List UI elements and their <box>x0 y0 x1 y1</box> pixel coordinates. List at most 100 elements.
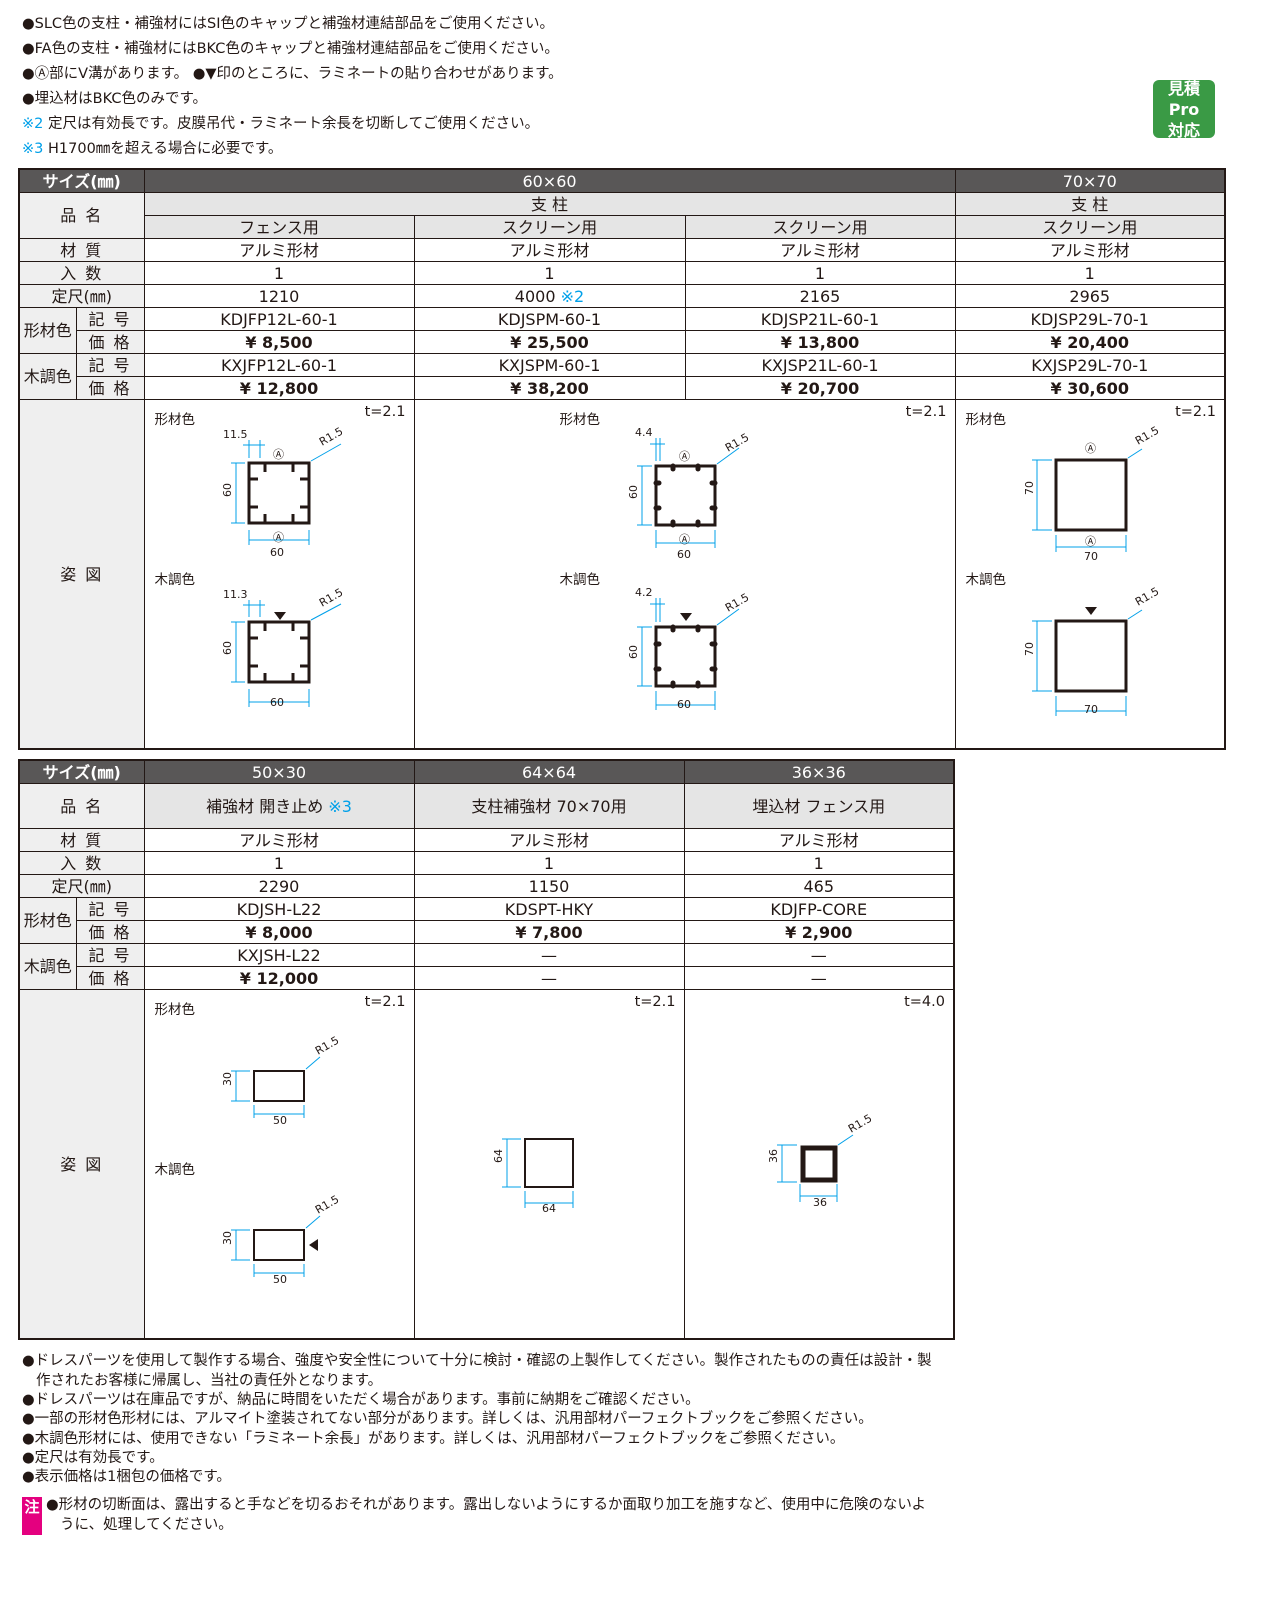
fig1-wood-radius: R1.5 <box>317 586 345 610</box>
fig1-wood-label: 木調色 <box>154 572 196 588</box>
name-col-2: 支柱補強材 70×70用 <box>413 783 685 829</box>
product-name-label: 品 名 <box>18 192 145 239</box>
figure-label-2: 姿 図 <box>18 989 145 1340</box>
fig2-wood-section <box>654 625 716 688</box>
fig5-wood-label: 木調色 <box>154 1162 196 1178</box>
price2-s-col-2: ¥ 7,800 <box>413 920 685 944</box>
wood-color-label: 木調色 <box>18 353 77 400</box>
price-label: 価 格 <box>75 330 145 354</box>
price-s-col-4: ¥ 20,400 <box>954 330 1226 354</box>
fig6-dim-64-w: 64 <box>542 1202 556 1215</box>
size-36x36: 36×36 <box>683 759 955 784</box>
code-s-col-3: KDJSP21L-60-1 <box>684 307 956 331</box>
fig2-dim-44: 4.4 <box>635 426 653 439</box>
fig2-wood-radius: R1.5 <box>723 591 751 615</box>
fig2-drawing: 60 60 60 60 4.4 4.2 Ⓐ Ⓐ R1.5 R1.5 <box>627 426 751 711</box>
size-64x64: 64×64 <box>413 759 685 784</box>
name-col-1: 補強材 開き止め ※3 <box>143 783 415 829</box>
figure-cell-4: t=2.1 形材色 木調色 <box>954 399 1226 750</box>
size-header-2: サイズ(㎜) <box>18 759 145 784</box>
note-5-text: 定尺は有効長です。皮膜吊代・ラミネート余長を切断してご使用ください。 <box>43 116 540 132</box>
fig7-section <box>800 1145 837 1183</box>
figure-cell-1: t=2.1 形材色 木調色 <box>143 399 415 750</box>
figure-label: 姿 図 <box>18 399 145 750</box>
use-col-2: スクリーン用 <box>413 215 686 239</box>
fig5-wood-dim-30: 30 <box>221 1231 234 1245</box>
fig1-shape-label: 形材色 <box>154 412 196 428</box>
size-60x60: 60×60 <box>143 168 956 193</box>
material2-col-2: アルミ形材 <box>413 828 685 852</box>
note-5: ※2 定尺は有効長です。皮膜吊代・ラミネート余長を切断してご使用ください。 <box>22 114 539 134</box>
badge-line-2: 対応 <box>1167 120 1200 140</box>
badge-line-1: 見積Pro <box>1167 78 1200 119</box>
fig1-shape-slots <box>248 463 309 523</box>
price-s-col-1: ¥ 8,500 <box>143 330 415 354</box>
fig1-wood-slots <box>248 622 309 682</box>
footer-note-4: ●木調色形材には、使用できない「ラミネート余長」があります。詳しくは、汎用部材パ… <box>22 1431 845 1447</box>
fig2-dim-60-h: 60 <box>627 485 640 499</box>
fig5-wood-dim-50: 50 <box>273 1273 287 1286</box>
code-label-wood: 記 号 <box>75 353 145 377</box>
caution-note-b: うに、処理してください。 <box>60 1517 233 1533</box>
material2-col-1: アルミ形材 <box>143 828 415 852</box>
code-w-col-4: KXJSP29L-70-1 <box>954 353 1226 377</box>
name-col-1-text: 補強材 開き止め <box>206 796 329 816</box>
use-col-1: フェンス用 <box>143 215 415 239</box>
size-70x70: 70×70 <box>954 168 1226 193</box>
fig2-vgroove-bottom: Ⓐ <box>679 533 690 546</box>
fig1-dim-60-w: 60 <box>270 546 284 559</box>
thickness-col-1: t=2.1 <box>364 404 406 420</box>
note-6-text: H1700㎜を超える場合に必要です。 <box>43 141 283 157</box>
note-6: ※3 H1700㎜を超える場合に必要です。 <box>22 139 282 159</box>
group-post-70: 支 柱 <box>954 192 1226 216</box>
fig6-dim-64-h: 64 <box>492 1149 505 1163</box>
code2-w-col-1: KXJSH-L22 <box>143 943 415 967</box>
footer-note-2: ●ドレスパーツは在庫品ですが、納品に時間をいただく場合があります。事前に納期をご… <box>22 1392 700 1408</box>
qty-col-2: 1 <box>413 261 686 285</box>
price-w-col-3: ¥ 20,700 <box>684 376 956 400</box>
thickness2-col-3: t=4.0 <box>904 994 945 1010</box>
price2-w-col-1: ¥ 12,000 <box>143 966 415 990</box>
fig5-drawing: 50 50 30 30 R1.5 R1.5 <box>221 1034 341 1286</box>
wood-color-label-2: 木調色 <box>18 943 77 990</box>
fig7-dim-36-w: 36 <box>813 1196 827 1209</box>
fig1-radius: R1.5 <box>317 425 345 449</box>
qty-col-1: 1 <box>143 261 415 285</box>
caution-badge: 注 <box>22 1497 42 1535</box>
material-col-2: アルミ形材 <box>413 238 686 262</box>
material-col-4: アルミ形材 <box>954 238 1226 262</box>
fig1-dim-115: 11.5 <box>223 428 248 441</box>
price-w-col-1: ¥ 12,800 <box>143 376 415 400</box>
fig4-dim-70-h: 70 <box>1023 481 1036 495</box>
qty-label-2: 入 数 <box>18 851 145 875</box>
fig2-shape-section <box>654 464 716 527</box>
note-5-mark: ※2 <box>22 116 44 132</box>
thickness-col-2: t=2.1 <box>905 404 947 420</box>
code-w-col-2: KXJSPM-60-1 <box>413 353 686 377</box>
fig6-drawing: 64 64 <box>492 1138 574 1215</box>
fig5-wood-radius: R1.5 <box>313 1193 341 1217</box>
fig1-wood-dim-60-w: 60 <box>270 696 284 709</box>
product-name-label-2: 品 名 <box>18 783 145 829</box>
price2-w-col-2: — <box>413 966 685 990</box>
qty2-col-1: 1 <box>143 851 415 875</box>
thickness-col-4: t=2.1 <box>1175 404 1216 420</box>
fig2-wood-beads <box>653 624 717 689</box>
length-col-4: 2965 <box>954 284 1226 308</box>
fig4-vgroove-bottom: Ⓐ <box>1085 535 1096 548</box>
fig2-vgroove-top: Ⓐ <box>679 450 690 463</box>
price2-s-col-3: ¥ 2,900 <box>683 920 955 944</box>
fig2-shape-label: 形材色 <box>559 412 601 428</box>
code-s-col-2: KDJSPM-60-1 <box>413 307 686 331</box>
fig7-drawing: 36 36 R1.5 <box>767 1112 874 1209</box>
qty2-col-3: 1 <box>683 851 955 875</box>
code2-s-col-1: KDJSH-L22 <box>143 897 415 921</box>
length2-col-3: 465 <box>683 874 955 898</box>
use-col-4: スクリーン用 <box>954 215 1226 239</box>
code-label: 記 号 <box>75 307 145 331</box>
qty-label: 入 数 <box>18 261 145 285</box>
material-col-1: アルミ形材 <box>143 238 415 262</box>
footer-note-1a: ●ドレスパーツを使用して製作する場合、強度や安全性について十分に検討・確認の上製… <box>22 1353 932 1369</box>
length-col-2-mark: ※2 <box>560 286 585 306</box>
price-label-wood: 価 格 <box>75 376 145 400</box>
